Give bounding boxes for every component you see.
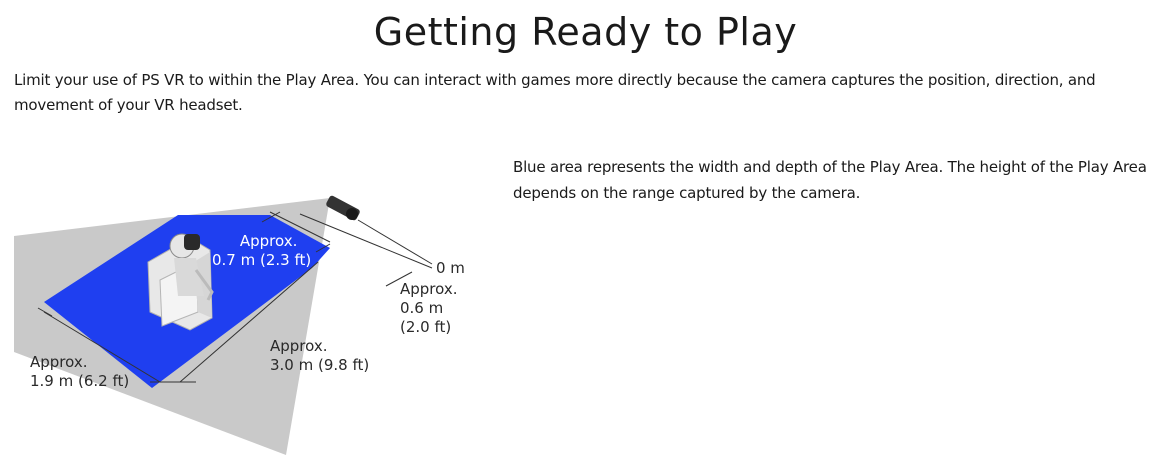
depth-line2: 3.0 m (9.8 ft)	[270, 356, 370, 374]
front-gap-line3: (2.0 ft)	[400, 318, 452, 336]
headset-distance-line1: Approx.	[239, 232, 298, 250]
front-gap-line1: Approx.	[400, 280, 458, 298]
dimension-lines	[37, 211, 433, 383]
intro-paragraph: Limit your use of PS VR to within the Pl…	[14, 71, 1096, 114]
page-title: Getting Ready to Play	[373, 10, 798, 54]
player-icon	[169, 233, 214, 301]
play-area-diagram: Approx. 0.7 m (2.3 ft) 0 m Approx. 0.6 m…	[0, 140, 480, 460]
play-area-illustration	[14, 195, 433, 455]
width-label: Approx. 1.9 m (6.2 ft)	[30, 353, 129, 391]
depth-line1: Approx.	[270, 337, 328, 355]
diagram-caption: Blue area represents the width and depth…	[513, 158, 1147, 202]
headset-distance-line2: 0.7 m (2.3 ft)	[212, 251, 312, 269]
camera-zero-label: 0 m	[436, 259, 465, 277]
width-line1: Approx.	[30, 353, 88, 371]
camera-icon	[326, 195, 360, 221]
front-gap-label: Approx. 0.6 m (2.0 ft)	[400, 280, 458, 337]
front-gap-line2: 0.6 m	[400, 299, 444, 317]
depth-label: Approx. 3.0 m (9.8 ft)	[270, 337, 369, 375]
headset-distance-label: Approx. 0.7 m (2.3 ft)	[212, 232, 311, 270]
width-line2: 1.9 m (6.2 ft)	[30, 372, 130, 390]
